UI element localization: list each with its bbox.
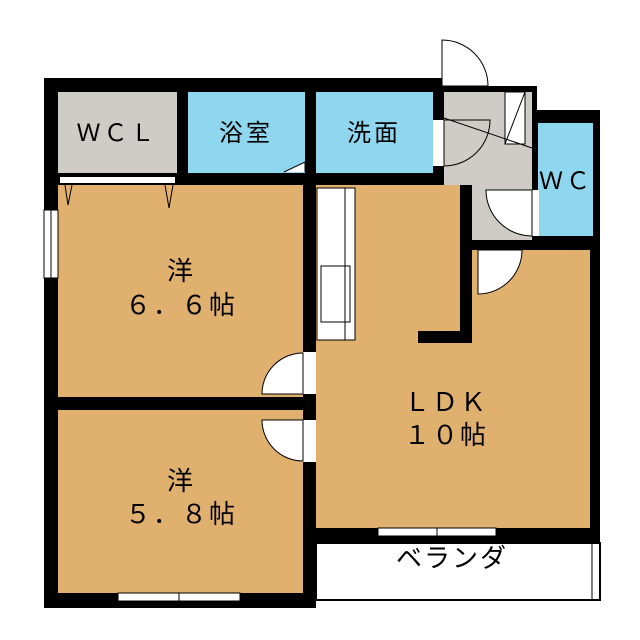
kitchen-wall-stub — [418, 331, 472, 343]
hall-step-line — [443, 117, 533, 149]
door-opening-wc — [532, 190, 539, 236]
door-swing-washroom-icon — [443, 119, 491, 167]
closet-door-right-icon — [164, 184, 174, 209]
label-western1-size: ６．６帖 — [125, 291, 237, 321]
washroom-room — [316, 92, 433, 173]
door-opening-room1 — [303, 352, 316, 394]
door-opening-room2 — [303, 420, 316, 462]
ldk-lower-area — [316, 343, 590, 528]
bath-room — [188, 92, 305, 173]
door-swing-wc-icon — [485, 189, 533, 237]
door-opening-washroom — [433, 120, 444, 166]
label-western1-name: 洋 — [167, 257, 195, 287]
western-room-1 — [58, 185, 303, 397]
bath-door-icon — [283, 161, 306, 173]
western-room-2 — [58, 410, 303, 593]
door-swing-room2-icon — [261, 419, 304, 462]
door-swing-room1-icon — [261, 352, 304, 395]
wcl-room — [58, 92, 177, 173]
wc-room — [538, 123, 593, 236]
entrance-door-icon — [441, 39, 489, 87]
kitchen-wall — [460, 185, 472, 343]
kitchen-sink — [320, 265, 351, 323]
label-ldk-name: ＬＤＫ — [404, 388, 488, 418]
label-washroom: 洗面 — [347, 119, 401, 147]
label-western2-name: 洋 — [167, 467, 195, 497]
label-ldk-size: １０帖 — [404, 421, 488, 451]
shoe-cabinet-diagonal — [504, 91, 526, 145]
label-veranda: ベランダ — [396, 544, 508, 574]
door-swing-ldk-icon — [477, 249, 523, 295]
label-wcl: ＷＣＬ — [77, 119, 158, 147]
label-wc: ＷＣ — [539, 167, 593, 195]
closet-door-left-icon — [64, 184, 73, 206]
veranda-area — [315, 542, 601, 601]
label-bath: 浴室 — [219, 119, 273, 147]
label-western2-size: ５．８帖 — [125, 500, 237, 530]
